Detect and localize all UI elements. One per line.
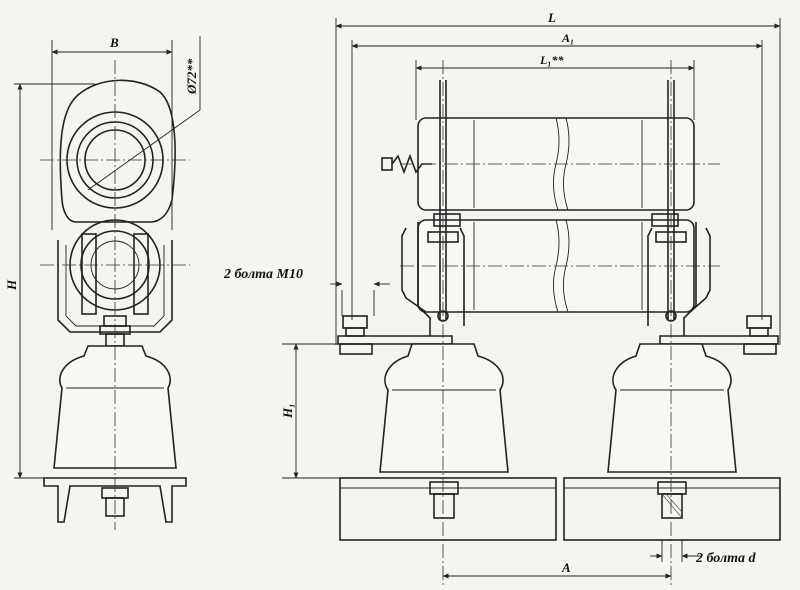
label-b: B	[109, 35, 119, 50]
dimension-h1: H₁	[280, 343, 340, 479]
bolts-d-callout: 2 болта d	[650, 540, 757, 566]
label-diameter: Ø72**	[184, 58, 199, 95]
dimension-l1: L₁**	[415, 53, 695, 120]
dimension-h: H	[4, 83, 95, 479]
label-a1: A₁	[561, 31, 574, 45]
dimension-a: A	[442, 560, 672, 579]
dimension-a1: A₁	[351, 31, 763, 320]
label-h1: H₁	[280, 403, 295, 419]
label-a: A	[561, 560, 571, 575]
dimension-l: L	[335, 10, 781, 345]
label-l1: L₁**	[539, 53, 565, 67]
label-h: H	[4, 279, 19, 291]
label-l: L	[547, 10, 556, 25]
label-bolts-d: 2 болта d	[695, 551, 757, 566]
side-view: B Ø72** H	[4, 35, 201, 530]
front-view: L A₁ L₁**	[223, 10, 781, 585]
label-bolts-m10: 2 болта M10	[223, 267, 303, 282]
bolts-m10-callout: 2 болта M10	[223, 267, 390, 316]
